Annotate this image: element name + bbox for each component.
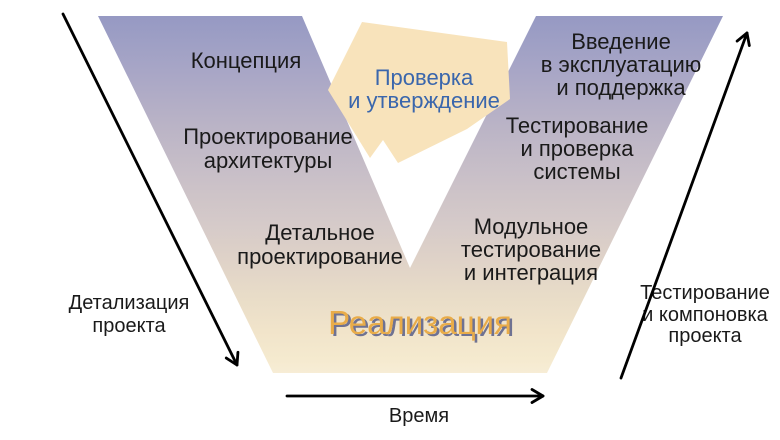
stage-label-deployment-line1: Введение: [571, 29, 671, 54]
left-axis-label-line2: проекта: [92, 315, 166, 337]
stage-label-module-testing-line1: Модульное: [474, 214, 589, 239]
implementation-label-shadow: Реализация: [331, 306, 515, 343]
stage-label-system-testing-line2: и проверка: [520, 136, 634, 161]
stage-label-system-testing-line1: Тестирование: [506, 113, 649, 138]
stage-label-architecture-line1: Проектирование: [183, 124, 353, 149]
stage-label-module-testing-line3: и интеграция: [464, 260, 598, 285]
stage-label-detailed-design-line2: проектирование: [237, 244, 403, 269]
stage-label-architecture-line2: архитектуры: [204, 148, 333, 173]
right-axis-label-line1: Тестирование: [640, 282, 770, 304]
v-shape: [98, 16, 723, 373]
time-axis-label: Время: [389, 405, 449, 427]
project-testing-arrow: [619, 31, 751, 380]
implementation-label: Реализация: [328, 304, 512, 341]
project-detailing-arrow: [61, 12, 240, 367]
validation-arrow-label-line2: и утверждение: [348, 88, 500, 113]
stage-label-system-testing-line3: системы: [533, 159, 620, 184]
stage-label-deployment-line3: и поддержка: [556, 75, 686, 100]
stage-label-deployment-line2: в эксплуатацию: [541, 52, 702, 77]
left-axis-label-line1: Детализация: [69, 292, 190, 314]
right-axis-label-line3: проекта: [668, 325, 742, 347]
stage-label-concept: Концепция: [191, 48, 302, 73]
validation-arrow-label-line1: Проверка: [375, 65, 474, 90]
right-axis-label-line2: и компоновка: [642, 304, 769, 326]
stage-label-module-testing-line2: тестирование: [461, 237, 601, 262]
validation-arrow-shape: [328, 22, 510, 163]
stage-label-detailed-design-line1: Детальное: [265, 220, 374, 245]
